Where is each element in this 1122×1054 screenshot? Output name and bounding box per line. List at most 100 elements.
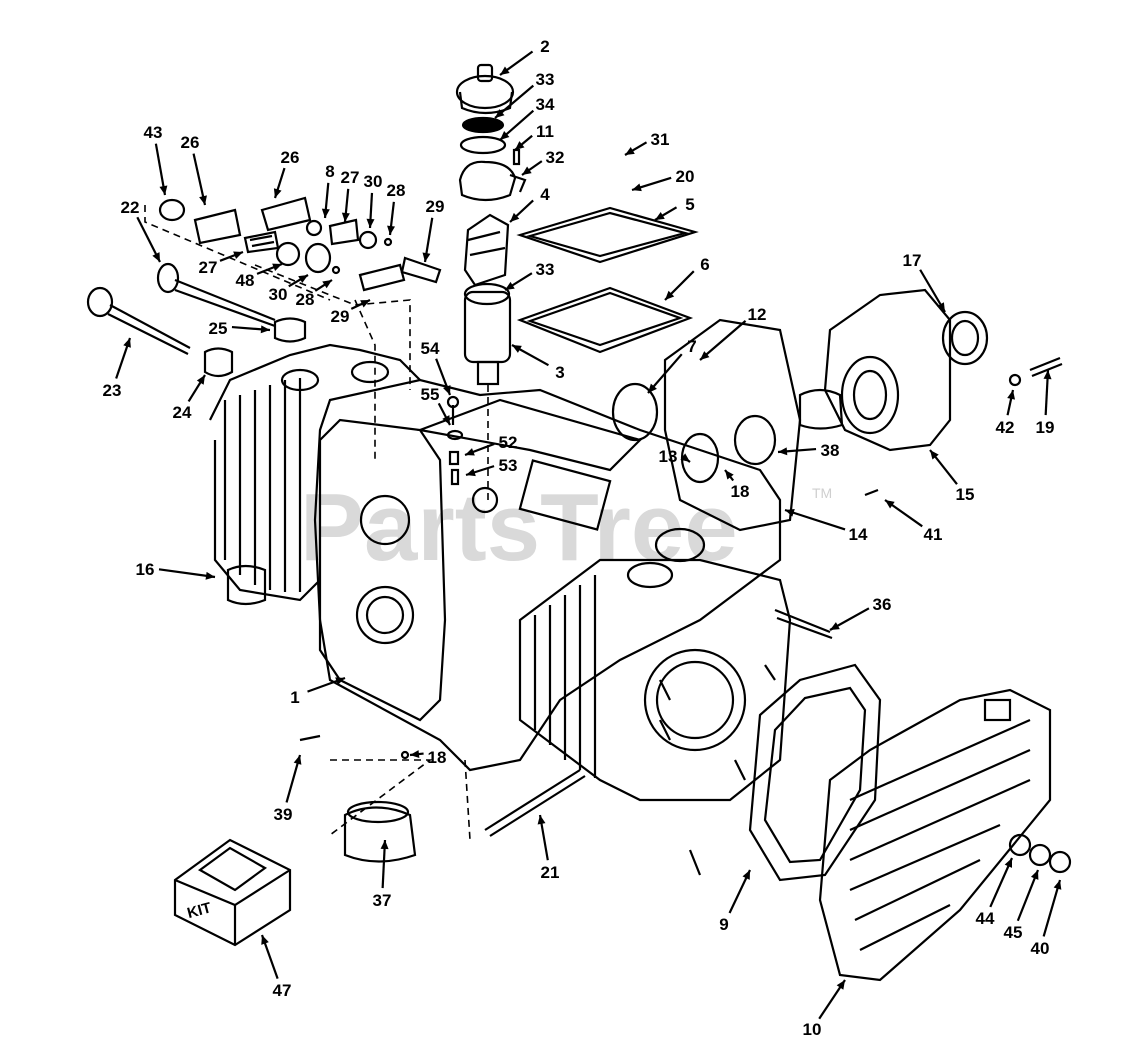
callout-label-c-20: 20 [676, 167, 695, 186]
callout-arrow-c-25 [260, 325, 270, 334]
callout-label-c-38: 38 [821, 441, 840, 460]
callout-label-c-44: 44 [976, 909, 995, 928]
callout-label-c-34: 34 [536, 95, 555, 114]
callout-label-c-19: 19 [1036, 418, 1055, 437]
callout-arrow-c-55 [442, 415, 450, 425]
callout-label-c-10: 10 [803, 1020, 822, 1039]
callout-arrow-c-21 [537, 815, 546, 825]
callout-arrow-c-12 [700, 351, 710, 360]
callout-arrow-c-28b [322, 280, 332, 289]
callout-arrow-c-15 [930, 450, 939, 460]
callout-arrow-c-16 [205, 571, 215, 580]
callout-label-c-26b: 26 [281, 148, 300, 167]
callout-arrow-c-42 [1007, 390, 1016, 400]
callout-arrow-c-37 [380, 840, 389, 850]
watermark-tm: TM [812, 485, 832, 501]
watermark: PartsTree [300, 474, 738, 581]
callout-label-c-18a: 18 [731, 482, 750, 501]
callout-arrow-c-45 [1030, 870, 1039, 880]
callout-label-c-21: 21 [541, 863, 560, 882]
callout-leader-c-40 [1042, 879, 1062, 937]
callout-label-c-16: 16 [136, 560, 155, 579]
callout-label-c-3: 3 [555, 363, 564, 382]
callout-arrow-c-54 [443, 385, 451, 395]
kit-box: KIT [173, 838, 292, 947]
callout-arrow-c-18b [410, 750, 420, 759]
callout-arrow-c-43 [159, 185, 168, 195]
callout-arrow-c-27a [341, 212, 350, 222]
callout-arrow-c-10 [836, 980, 845, 990]
callout-label-c-8: 8 [325, 162, 334, 181]
crankcase-block [209, 343, 792, 876]
callout-arrow-c-11 [515, 141, 525, 150]
callout-arrow-c-13 [680, 453, 690, 462]
callout-label-c-15: 15 [956, 485, 975, 504]
callout-arrow-c-18a [725, 470, 734, 480]
callout-arrow-c-9 [742, 870, 750, 880]
callout-label-c-17: 17 [903, 251, 922, 270]
callout-arrow-c-29b [360, 300, 370, 308]
callout-arrow-c-38 [778, 447, 788, 456]
callout-arrow-c-3 [512, 345, 522, 353]
callout-label-c-12: 12 [748, 305, 767, 324]
callout-arrow-c-47 [261, 935, 269, 945]
callout-label-c-54: 54 [421, 339, 440, 358]
callout-arrow-c-39 [293, 755, 302, 765]
bearing-housing [823, 288, 1063, 497]
callout-arrow-c-5 [655, 211, 665, 220]
callout-arrow-c-26b [273, 188, 282, 198]
callout-label-c-40: 40 [1031, 939, 1050, 958]
callout-label-c-14: 14 [849, 525, 868, 544]
callout-arrow-c-44 [1004, 858, 1013, 868]
callout-label-c-32: 32 [546, 148, 565, 167]
callout-leader-c-12 [699, 320, 747, 361]
callout-arrow-c-8 [321, 208, 330, 218]
callout-label-c-53: 53 [499, 456, 518, 475]
callout-leader-c-14 [784, 508, 846, 531]
callout-arrow-c-22 [152, 252, 160, 262]
callout-arrow-c-2 [500, 66, 510, 75]
callout-label-c-7: 7 [687, 337, 696, 356]
callout-label-c-5: 5 [685, 195, 694, 214]
callout-arrow-c-40 [1053, 880, 1062, 890]
callout-arrow-c-53 [466, 468, 476, 477]
callout-label-c-30a: 30 [364, 172, 383, 191]
callout-label-c-26a: 26 [181, 133, 200, 152]
callout-arrow-c-48 [272, 263, 282, 272]
callout-arrow-c-36 [830, 622, 840, 630]
callout-arrow-c-1 [335, 677, 345, 685]
callout-arrow-c-30a [366, 218, 375, 228]
callout-label-c-31: 31 [651, 130, 670, 149]
callout-label-c-55: 55 [421, 385, 440, 404]
callout-arrow-c-26a [199, 195, 207, 205]
callout-arrow-c-31 [625, 146, 635, 155]
callout-label-c-1: 1 [290, 688, 299, 707]
kit-box-label: KIT [185, 899, 213, 922]
callout-leader-c-45 [1016, 869, 1040, 922]
callout-arrow-c-4 [510, 212, 520, 222]
callout-label-c-18b: 18 [428, 748, 447, 767]
callout-label-c-30b: 30 [269, 285, 288, 304]
callout-arrow-c-30b [298, 275, 308, 284]
callout-label-c-47: 47 [273, 981, 292, 1000]
callout-label-c-42: 42 [996, 418, 1015, 437]
callout-label-c-24: 24 [173, 403, 192, 422]
callout-arrow-c-17 [936, 302, 945, 312]
callout-label-c-27b: 27 [199, 258, 218, 277]
callout-label-c-2: 2 [540, 37, 549, 56]
callout-arrow-c-7 [648, 383, 657, 393]
callout-arrow-c-52 [465, 448, 475, 456]
callout-label-c-27a: 27 [341, 168, 360, 187]
callout-leader-c-16 [158, 568, 216, 579]
callout-label-c-39: 39 [274, 805, 293, 824]
callout-arrow-c-27b [233, 251, 243, 259]
callout-label-c-52: 52 [499, 433, 518, 452]
callout-label-c-6: 6 [700, 255, 709, 274]
callout-arrow-c-33b [505, 281, 515, 290]
callout-label-c-25: 25 [209, 319, 228, 338]
gaskets-top [516, 206, 699, 354]
callout-arrow-c-34 [500, 131, 510, 140]
callout-label-c-36: 36 [873, 595, 892, 614]
